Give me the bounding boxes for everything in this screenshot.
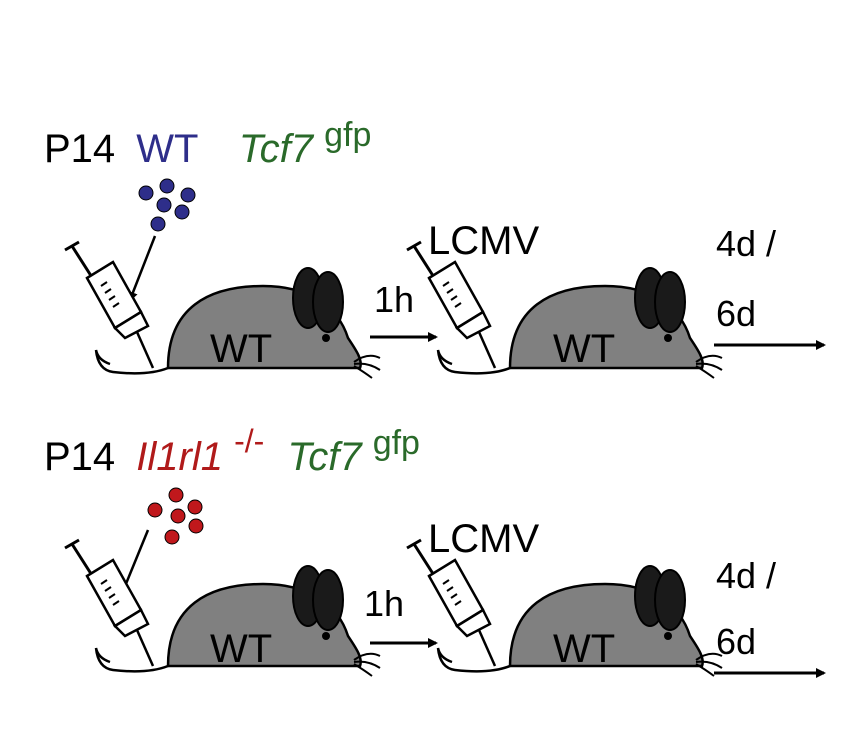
row-2-syringe-icon xyxy=(63,538,155,668)
row-2-genotype-sup: -/- xyxy=(234,423,264,459)
row-1-infection: LCMV xyxy=(428,219,539,263)
row-2-cell xyxy=(168,487,184,503)
row-2-cell xyxy=(164,529,180,545)
row-2-timepoint-line-1: 4d / xyxy=(716,555,776,596)
row-1-interval: 1h xyxy=(374,279,414,320)
row-2-cell xyxy=(188,518,204,534)
row-1-mouse-1-label: WT xyxy=(210,327,272,371)
row-2-cell xyxy=(187,499,203,515)
row-2-cell xyxy=(147,502,163,518)
row-2-infection: LCMV xyxy=(428,517,539,561)
row-2-reporter-sup: gfp xyxy=(373,424,420,462)
row-1-cell xyxy=(180,187,196,203)
row-1-syringe-icon xyxy=(63,240,155,370)
row-1-cell xyxy=(138,185,154,201)
row-2-cell xyxy=(170,508,186,524)
row-1-title: P14 WT Tcf7 gfp xyxy=(44,116,371,171)
row-1-cell xyxy=(156,197,172,213)
row-1: P14 WT Tcf7 gfp WT 1h LCMV WT 4d / 6d xyxy=(44,116,826,380)
row-1-cell xyxy=(159,178,175,194)
row-1-cells xyxy=(138,178,196,232)
row-1-reporter: Tcf7 xyxy=(239,127,315,171)
row-1-genotype: WT xyxy=(136,127,198,171)
row-1-timepoint-line-2: 6d xyxy=(716,293,756,334)
row-2-genotype: Il1rl1 xyxy=(136,435,223,479)
row-1-reporter-sup: gfp xyxy=(324,116,371,154)
row-2-reporter: Tcf7 xyxy=(287,435,363,479)
row-1-prefix: P14 xyxy=(44,127,115,171)
row-2-mouse-2-label: WT xyxy=(553,627,615,671)
row-2-prefix: P14 xyxy=(44,435,115,479)
row-2-cells xyxy=(147,487,204,545)
row-1-timepoint-line-1: 4d / xyxy=(716,223,776,264)
row-1-cell xyxy=(174,204,190,220)
row-2-timepoint-line-2: 6d xyxy=(716,621,756,662)
row-2-mouse-1-label: WT xyxy=(210,627,272,671)
row-1-mouse-2-label: WT xyxy=(553,327,615,371)
row-2-title: P14 Il1rl1 -/- Tcf7 gfp xyxy=(44,417,420,479)
row-1-cell xyxy=(150,216,166,232)
row-2-interval: 1h xyxy=(364,583,404,624)
row-1-cell-arrow xyxy=(128,235,157,302)
row-2: P14 Il1rl1 -/- Tcf7 gfp WT 1h LCMV WT 4d… xyxy=(44,417,826,678)
